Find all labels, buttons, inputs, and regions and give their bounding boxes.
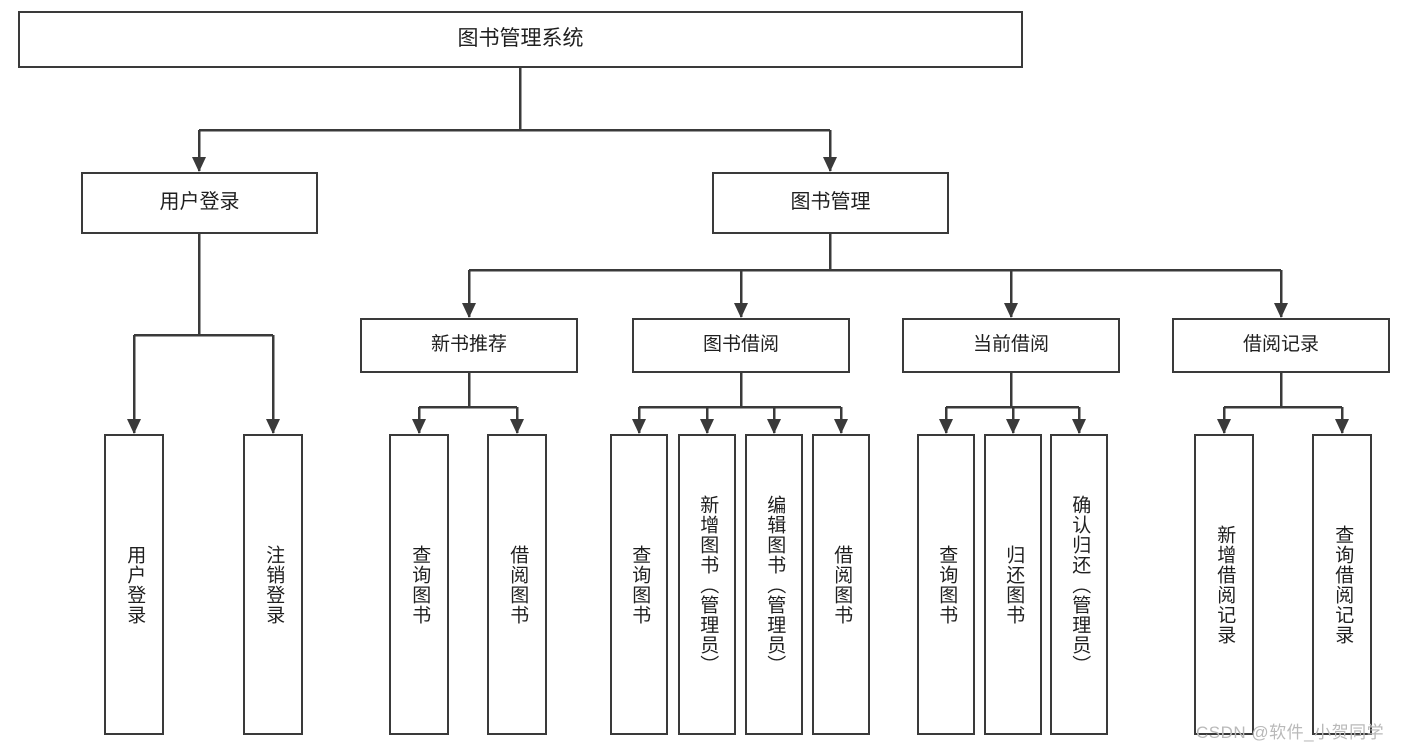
node-book-manage[interactable]: 图书管理 xyxy=(712,172,949,234)
arrow-head-icon xyxy=(834,419,848,434)
node-book-borrow[interactable]: 图书借阅 xyxy=(632,318,850,373)
node-label: 编辑图书（管理员） xyxy=(764,494,786,675)
node-label: 确认归还（管理员） xyxy=(1069,494,1091,675)
arrow-head-icon xyxy=(1004,303,1018,318)
arrow-head-icon xyxy=(632,419,646,434)
arrow-head-icon xyxy=(1072,419,1086,434)
node-leaf-confirm-return[interactable]: 确认归还（管理员） xyxy=(1050,434,1108,735)
node-leaf-add-book[interactable]: 新增图书（管理员） xyxy=(678,434,736,735)
arrow-head-icon xyxy=(1006,419,1020,434)
node-leaf-user-login[interactable]: 用户登录 xyxy=(104,434,164,735)
node-leaf-borrow-book-2[interactable]: 借阅图书 xyxy=(812,434,870,735)
node-borrow-record[interactable]: 借阅记录 xyxy=(1172,318,1390,373)
arrow-head-icon xyxy=(266,419,280,434)
node-label: 查询图书 xyxy=(629,544,651,625)
node-root[interactable]: 图书管理系统 xyxy=(18,11,1023,68)
arrow-head-icon xyxy=(700,419,714,434)
arrow-head-icon xyxy=(192,157,206,172)
arrow-head-icon xyxy=(767,419,781,434)
arrow-head-icon xyxy=(823,157,837,172)
arrow-head-icon xyxy=(1217,419,1231,434)
node-label: 新增图书（管理员） xyxy=(697,494,719,675)
node-leaf-query-borrow-record[interactable]: 查询借阅记录 xyxy=(1312,434,1372,735)
arrow-head-icon xyxy=(939,419,953,434)
node-label: 用户登录 xyxy=(159,191,240,214)
node-current-borrow[interactable]: 当前借阅 xyxy=(902,318,1120,373)
csdn-watermark: CSDN @软件_小贺同学 xyxy=(1196,723,1385,742)
node-label: 查询图书 xyxy=(409,544,431,625)
node-label: 借阅记录 xyxy=(1242,334,1319,356)
node-leaf-return-book[interactable]: 归还图书 xyxy=(984,434,1042,735)
node-label: 图书管理 xyxy=(790,191,871,214)
arrow-head-icon xyxy=(462,303,476,318)
node-leaf-logout-login[interactable]: 注销登录 xyxy=(243,434,303,735)
node-label: 注销登录 xyxy=(263,544,285,625)
node-leaf-query-book-1[interactable]: 查询图书 xyxy=(389,434,449,735)
node-user-login[interactable]: 用户登录 xyxy=(81,172,318,234)
node-label: 查询图书 xyxy=(936,544,958,625)
node-label: 归还图书 xyxy=(1003,544,1025,625)
node-new-book-recommend[interactable]: 新书推荐 xyxy=(360,318,578,373)
node-label: 查询借阅记录 xyxy=(1332,524,1354,645)
arrow-head-icon xyxy=(127,419,141,434)
node-label: 新增借阅记录 xyxy=(1214,524,1236,645)
arrow-head-icon xyxy=(1274,303,1288,318)
node-label: 图书借阅 xyxy=(702,334,779,356)
node-leaf-add-borrow-record[interactable]: 新增借阅记录 xyxy=(1194,434,1254,735)
node-label: 新书推荐 xyxy=(430,334,507,356)
arrow-head-icon xyxy=(510,419,524,434)
node-leaf-query-book-2[interactable]: 查询图书 xyxy=(610,434,668,735)
arrow-head-icon xyxy=(412,419,426,434)
node-leaf-query-book-3[interactable]: 查询图书 xyxy=(917,434,975,735)
node-label: 图书管理系统 xyxy=(457,27,584,51)
node-leaf-edit-book[interactable]: 编辑图书（管理员） xyxy=(745,434,803,735)
node-label: 当前借阅 xyxy=(972,334,1049,356)
node-label: 借阅图书 xyxy=(831,544,853,625)
arrow-head-icon xyxy=(734,303,748,318)
node-leaf-borrow-book-1[interactable]: 借阅图书 xyxy=(487,434,547,735)
arrow-head-icon xyxy=(1335,419,1349,434)
node-label: 用户登录 xyxy=(124,544,146,625)
node-label: 借阅图书 xyxy=(507,544,529,625)
